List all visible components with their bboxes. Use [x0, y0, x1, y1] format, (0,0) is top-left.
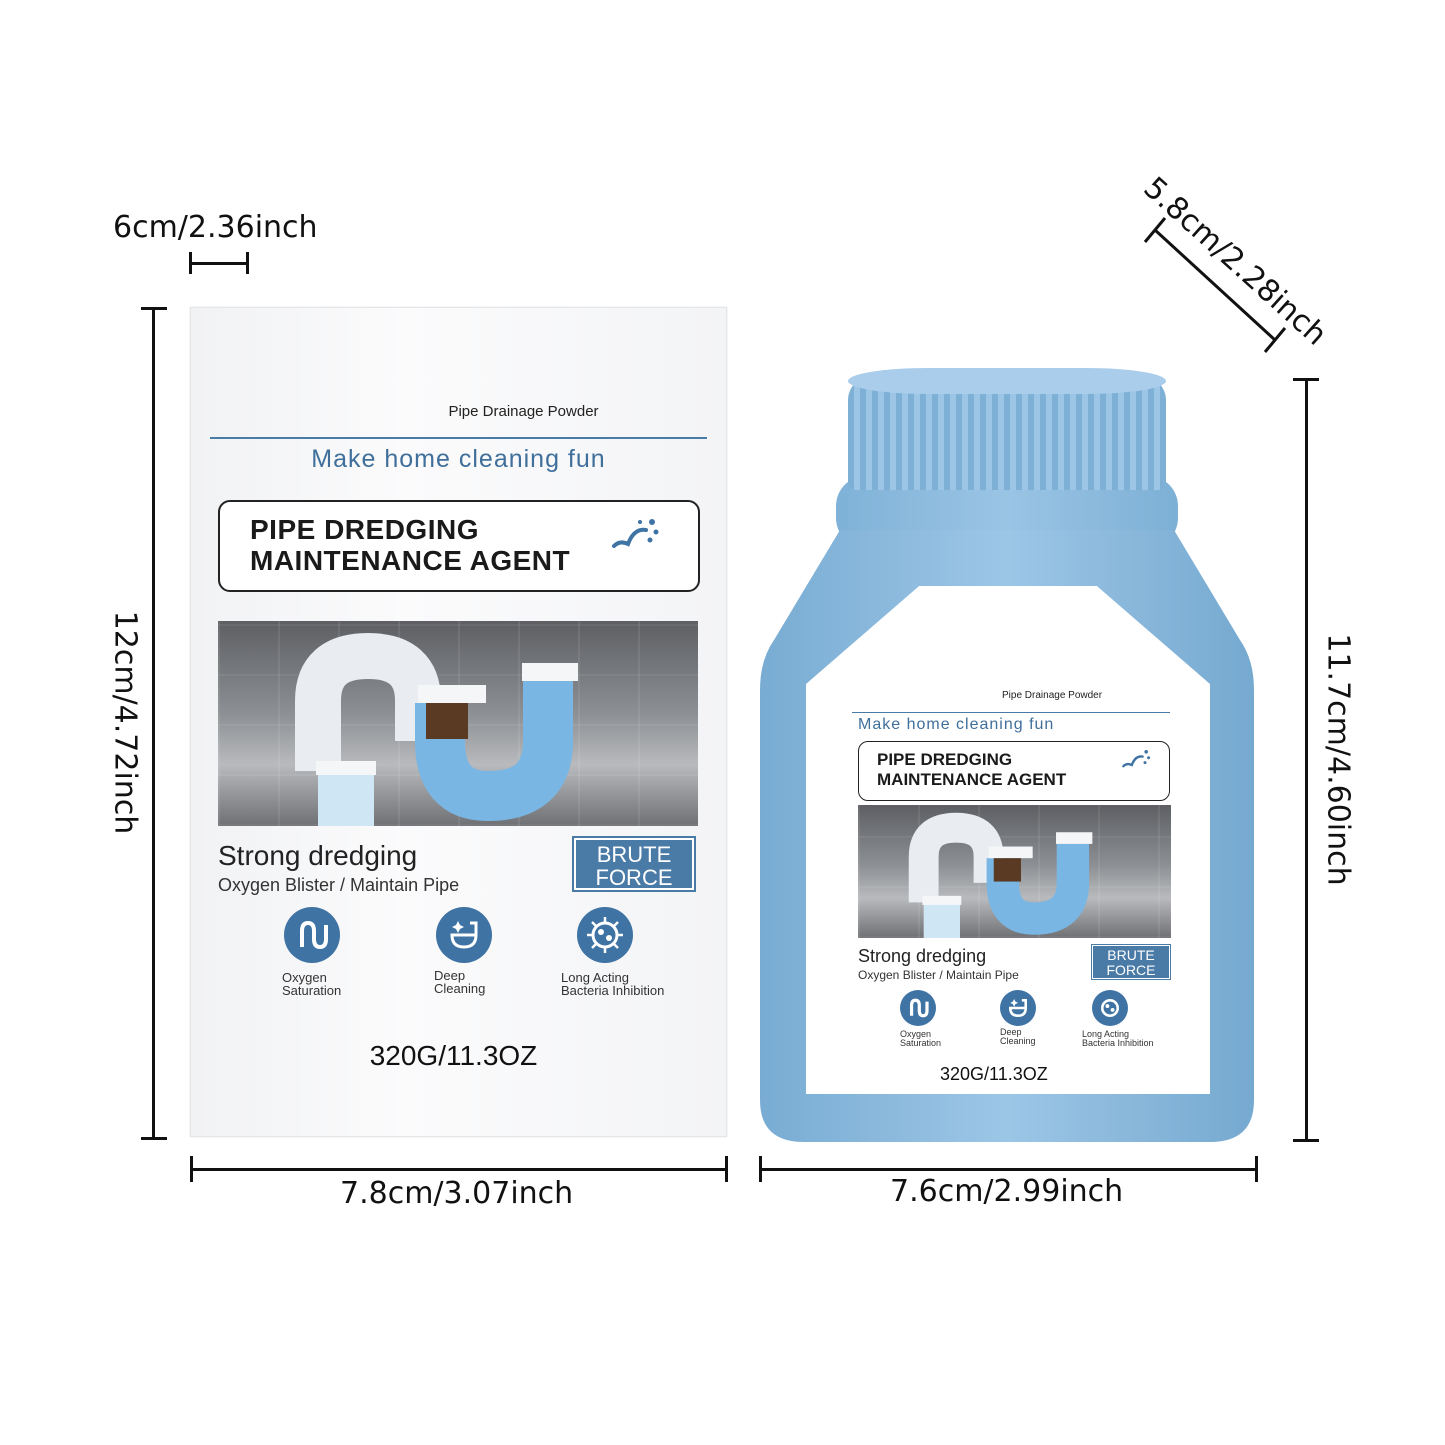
bottle-tagline: Make home cleaning fun — [858, 716, 1055, 733]
bottle-rule — [852, 712, 1170, 713]
bottle-feature-oxygen-line2: Saturation — [900, 1038, 942, 1048]
bottle-width-label: 7.6cm/2.99inch — [890, 1174, 1124, 1209]
box-height-line — [152, 307, 155, 1139]
box-depth-label: 6cm/2.36inch — [113, 210, 318, 245]
bottle-height-line — [1305, 378, 1308, 1142]
bacteria-icon — [1092, 990, 1128, 1026]
u-pipe-icon — [908, 812, 1093, 938]
box-feature-bacteria-line2: Bacteria Inhibition — [561, 983, 665, 998]
box-width-tick-right — [725, 1156, 728, 1182]
box-depth-tick-right — [246, 252, 249, 274]
bottle-badge-line1: BRUTE — [1107, 947, 1155, 963]
pipe-icon — [900, 990, 936, 1026]
box-badge-line2: FORCE — [595, 865, 673, 890]
box-depth-line — [190, 262, 248, 265]
bottle-width-tick-left — [759, 1156, 762, 1182]
u-pipe-icon — [295, 632, 578, 826]
bottle-feature-oxygen-line1: Oxygen — [900, 1029, 932, 1039]
bottle-width-tick-right — [1255, 1156, 1258, 1182]
bottle-cap-top — [848, 368, 1166, 394]
box-feature-deep-line2: Cleaning — [434, 981, 486, 996]
bottle-feature-deep-line2: Cleaning — [1000, 1036, 1036, 1046]
bottle-pipe-illustration — [858, 805, 1171, 938]
box-feature-oxygen: Oxygen Saturation — [282, 907, 341, 997]
bottle-subline: Oxygen Blister / Maintain Pipe — [858, 968, 1019, 982]
toilet-sparkle-icon — [1000, 990, 1036, 1026]
box-brute-force-badge: BRUTE FORCE — [572, 836, 696, 892]
bottle-brute-force-badge: BRUTE FORCE — [1091, 944, 1171, 980]
bottle-title-line2: MAINTENANCE AGENT — [877, 770, 1067, 789]
box-title-frame: PIPE DREDGING MAINTENANCE AGENT — [218, 500, 700, 592]
box-feature-oxygen-line2: Saturation — [282, 983, 342, 998]
bottle-feature-bacteria-line2: Bacteria Inhibition — [1082, 1038, 1154, 1048]
box-tagline: Make home cleaning fun — [311, 445, 606, 473]
water-splash-icon — [1122, 750, 1151, 768]
bottle-feature-bacteria: Long Acting Bacteria Inhibition — [1082, 990, 1154, 1048]
box-height-tick-bottom — [141, 1137, 167, 1140]
bottle-height-tick-bottom — [1293, 1139, 1319, 1142]
box-feature-oxygen-line1: Oxygen — [282, 970, 327, 985]
box-height-label: 12cm/4.72inch — [107, 610, 143, 835]
box-pipe-illustration — [218, 621, 698, 826]
box-feature-deep-line1: Deep — [434, 968, 466, 983]
bottle-title-frame: PIPE DREDGING MAINTENANCE AGENT — [858, 741, 1170, 801]
bottle-width-line — [760, 1168, 1258, 1171]
pipe-icon — [284, 907, 340, 963]
bottle-badge-line2: FORCE — [1106, 962, 1156, 978]
bottle-title-line1: PIPE DREDGING — [877, 750, 1013, 769]
bottle-feature-deep: Deep Cleaning — [1000, 990, 1036, 1046]
product-box: Pipe Drainage Powder Make home cleaning … — [190, 307, 727, 1137]
bottle-height-tick-top — [1293, 378, 1319, 381]
box-feature-bacteria: Long Acting Bacteria Inhibition — [561, 907, 664, 997]
bottle-weight: 320G/11.3OZ — [940, 1064, 1048, 1084]
bacteria-icon — [577, 907, 633, 963]
bottle-feature-bacteria-line1: Long Acting — [1082, 1029, 1130, 1039]
box-width-label: 7.8cm/3.07inch — [340, 1176, 574, 1211]
box-height-tick-top — [141, 307, 167, 310]
bottle-feature-deep-line1: Deep — [1000, 1027, 1022, 1037]
box-width-line — [190, 1168, 727, 1171]
box-headline: Strong dredging — [218, 840, 418, 871]
bottle-small-title: Pipe Drainage Powder — [1002, 690, 1103, 701]
box-depth-tick-left — [189, 252, 192, 274]
box-subline: Oxygen Blister / Maintain Pipe — [218, 875, 460, 895]
box-title-line2: MAINTENANCE AGENT — [250, 545, 571, 576]
box-feature-deep: Deep Cleaning — [434, 907, 492, 995]
bottle-headline: Strong dredging — [858, 946, 987, 966]
bottle-depth-line — [1143, 217, 1287, 353]
bottle-height-label: 11.7cm/4.60inch — [1320, 633, 1356, 886]
box-rule — [210, 437, 707, 439]
box-small-title: Pipe Drainage Powder — [448, 403, 599, 420]
toilet-sparkle-icon — [436, 907, 492, 963]
box-feature-bacteria-line1: Long Acting — [561, 970, 629, 985]
box-title-line1: PIPE DREDGING — [250, 514, 479, 545]
bottle-feature-oxygen: Oxygen Saturation — [900, 990, 941, 1048]
box-weight: 320G/11.3OZ — [369, 1040, 538, 1071]
box-badge-line1: BRUTE — [596, 842, 672, 867]
box-width-tick-left — [190, 1156, 193, 1182]
water-splash-icon — [612, 519, 659, 548]
